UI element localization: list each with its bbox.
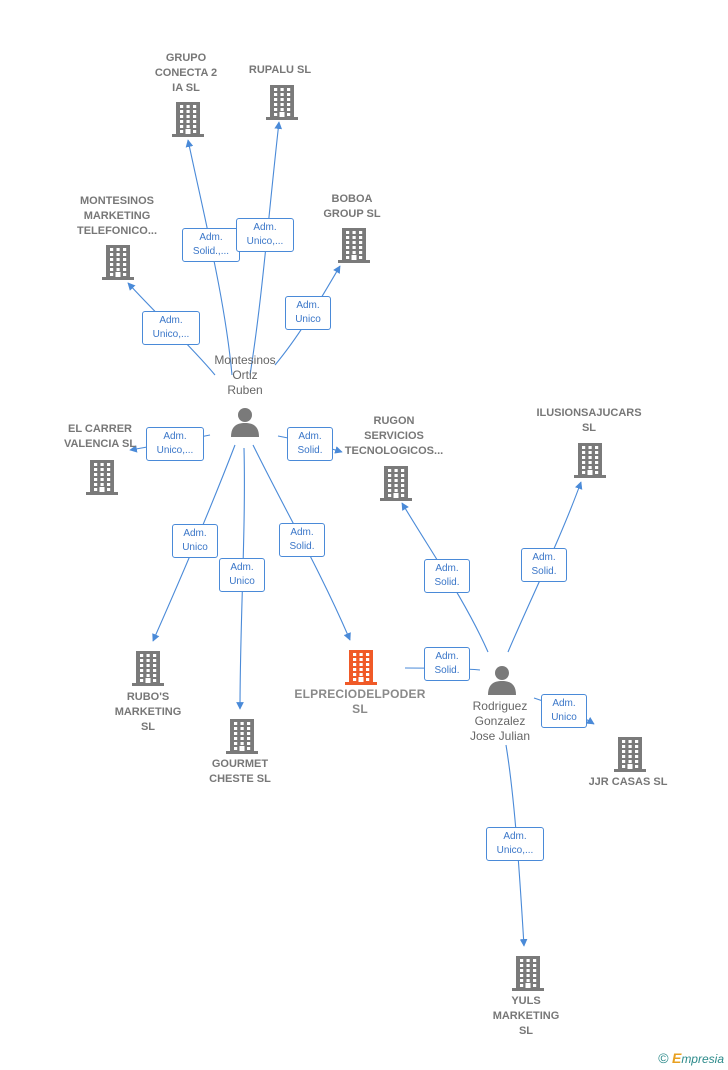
company-label-ilusionsajucars[interactable]: ILUSIONSAJUCARS SL	[536, 407, 642, 434]
company-label-rugon[interactable]: RUGON SERVICIOS TECNOLOGICOS...	[344, 415, 444, 457]
company-label-yuls[interactable]: YULS MARKETING SL	[492, 995, 560, 1037]
edge-label-rodriguez-yuls: Adm. Unico,...	[486, 827, 544, 861]
building-icon-grupo-conecta	[172, 101, 204, 142]
edge-label-montesinos-rupalu: Adm. Unico,...	[236, 218, 294, 252]
edge-montesinos-rupalu	[249, 121, 283, 376]
edge-label-rodriguez-ilusionsajucars: Adm. Solid.	[521, 548, 567, 582]
edge-label-montesinos-boboa: Adm. Unico	[285, 296, 331, 330]
building-icon-ilusionsajucars	[574, 442, 606, 483]
company-label-montesinos-marketing[interactable]: MONTESINOS MARKETING TELEFONICO...	[76, 195, 158, 237]
edge-label-montesinos-elpreciodelpoder: Adm. Solid.	[279, 523, 325, 557]
person-label-rodriguez[interactable]: Rodriguez Gonzalez Jose Julian	[469, 699, 531, 743]
person-label-montesinos[interactable]: Montesinos Ortiz Ruben	[214, 353, 276, 397]
edge-label-rodriguez-rugon: Adm. Solid.	[424, 559, 470, 593]
edge-label-montesinos-rubos: Adm. Unico	[172, 524, 218, 558]
company-label-jjr[interactable]: JJR CASAS SL	[588, 776, 668, 788]
building-icon-montesinos-marketing	[102, 244, 134, 285]
building-icon-jjr	[614, 736, 646, 777]
building-icon-yuls	[512, 955, 544, 996]
building-icon-boboa	[338, 227, 370, 268]
building-icon-rugon	[380, 465, 412, 506]
edge-label-montesinos-gourmet: Adm. Unico	[219, 558, 265, 592]
copyright-icon: ©	[658, 1050, 669, 1066]
edge-label-montesinos-rugon: Adm. Solid.	[287, 427, 333, 461]
edge-label-rodriguez-elpreciodelpoder: Adm. Solid.	[424, 647, 470, 681]
building-icon-el-carrer	[86, 459, 118, 500]
building-icon-elpreciodelpoder	[345, 649, 377, 690]
company-label-rubos[interactable]: RUBO'S MARKETING SL	[114, 691, 182, 733]
company-label-rupalu[interactable]: RUPALU SL	[248, 64, 312, 76]
person-icon-rodriguez	[486, 664, 518, 701]
empresia-watermark: © Empresia	[658, 1050, 724, 1066]
edge-label-montesinos-carrer: Adm. Unico,...	[146, 427, 204, 461]
company-label-elpreciodelpoder[interactable]: ELPRECIODELPODER SL	[294, 687, 426, 716]
edge-label-montesinos-marketing: Adm. Unico,...	[142, 311, 200, 345]
company-label-grupo-conecta[interactable]: GRUPO CONECTA 2 IA SL	[154, 52, 218, 94]
building-icon-rubos	[132, 650, 164, 691]
company-label-boboa[interactable]: BOBOA GROUP SL	[323, 193, 381, 220]
person-icon-montesinos	[229, 406, 261, 443]
building-icon-rupalu	[266, 84, 298, 125]
company-label-gourmet[interactable]: GOURMET CHESTE SL	[209, 758, 271, 785]
brand-logo: Empresia	[671, 1050, 724, 1066]
building-icon-gourmet	[226, 718, 258, 759]
edge-label-montesinos-grupo-conecta: Adm. Solid.,...	[182, 228, 240, 262]
edge-label-rodriguez-jjr: Adm. Unico	[541, 694, 587, 728]
company-label-el-carrer[interactable]: EL CARRER VALENCIA SL	[63, 423, 137, 450]
